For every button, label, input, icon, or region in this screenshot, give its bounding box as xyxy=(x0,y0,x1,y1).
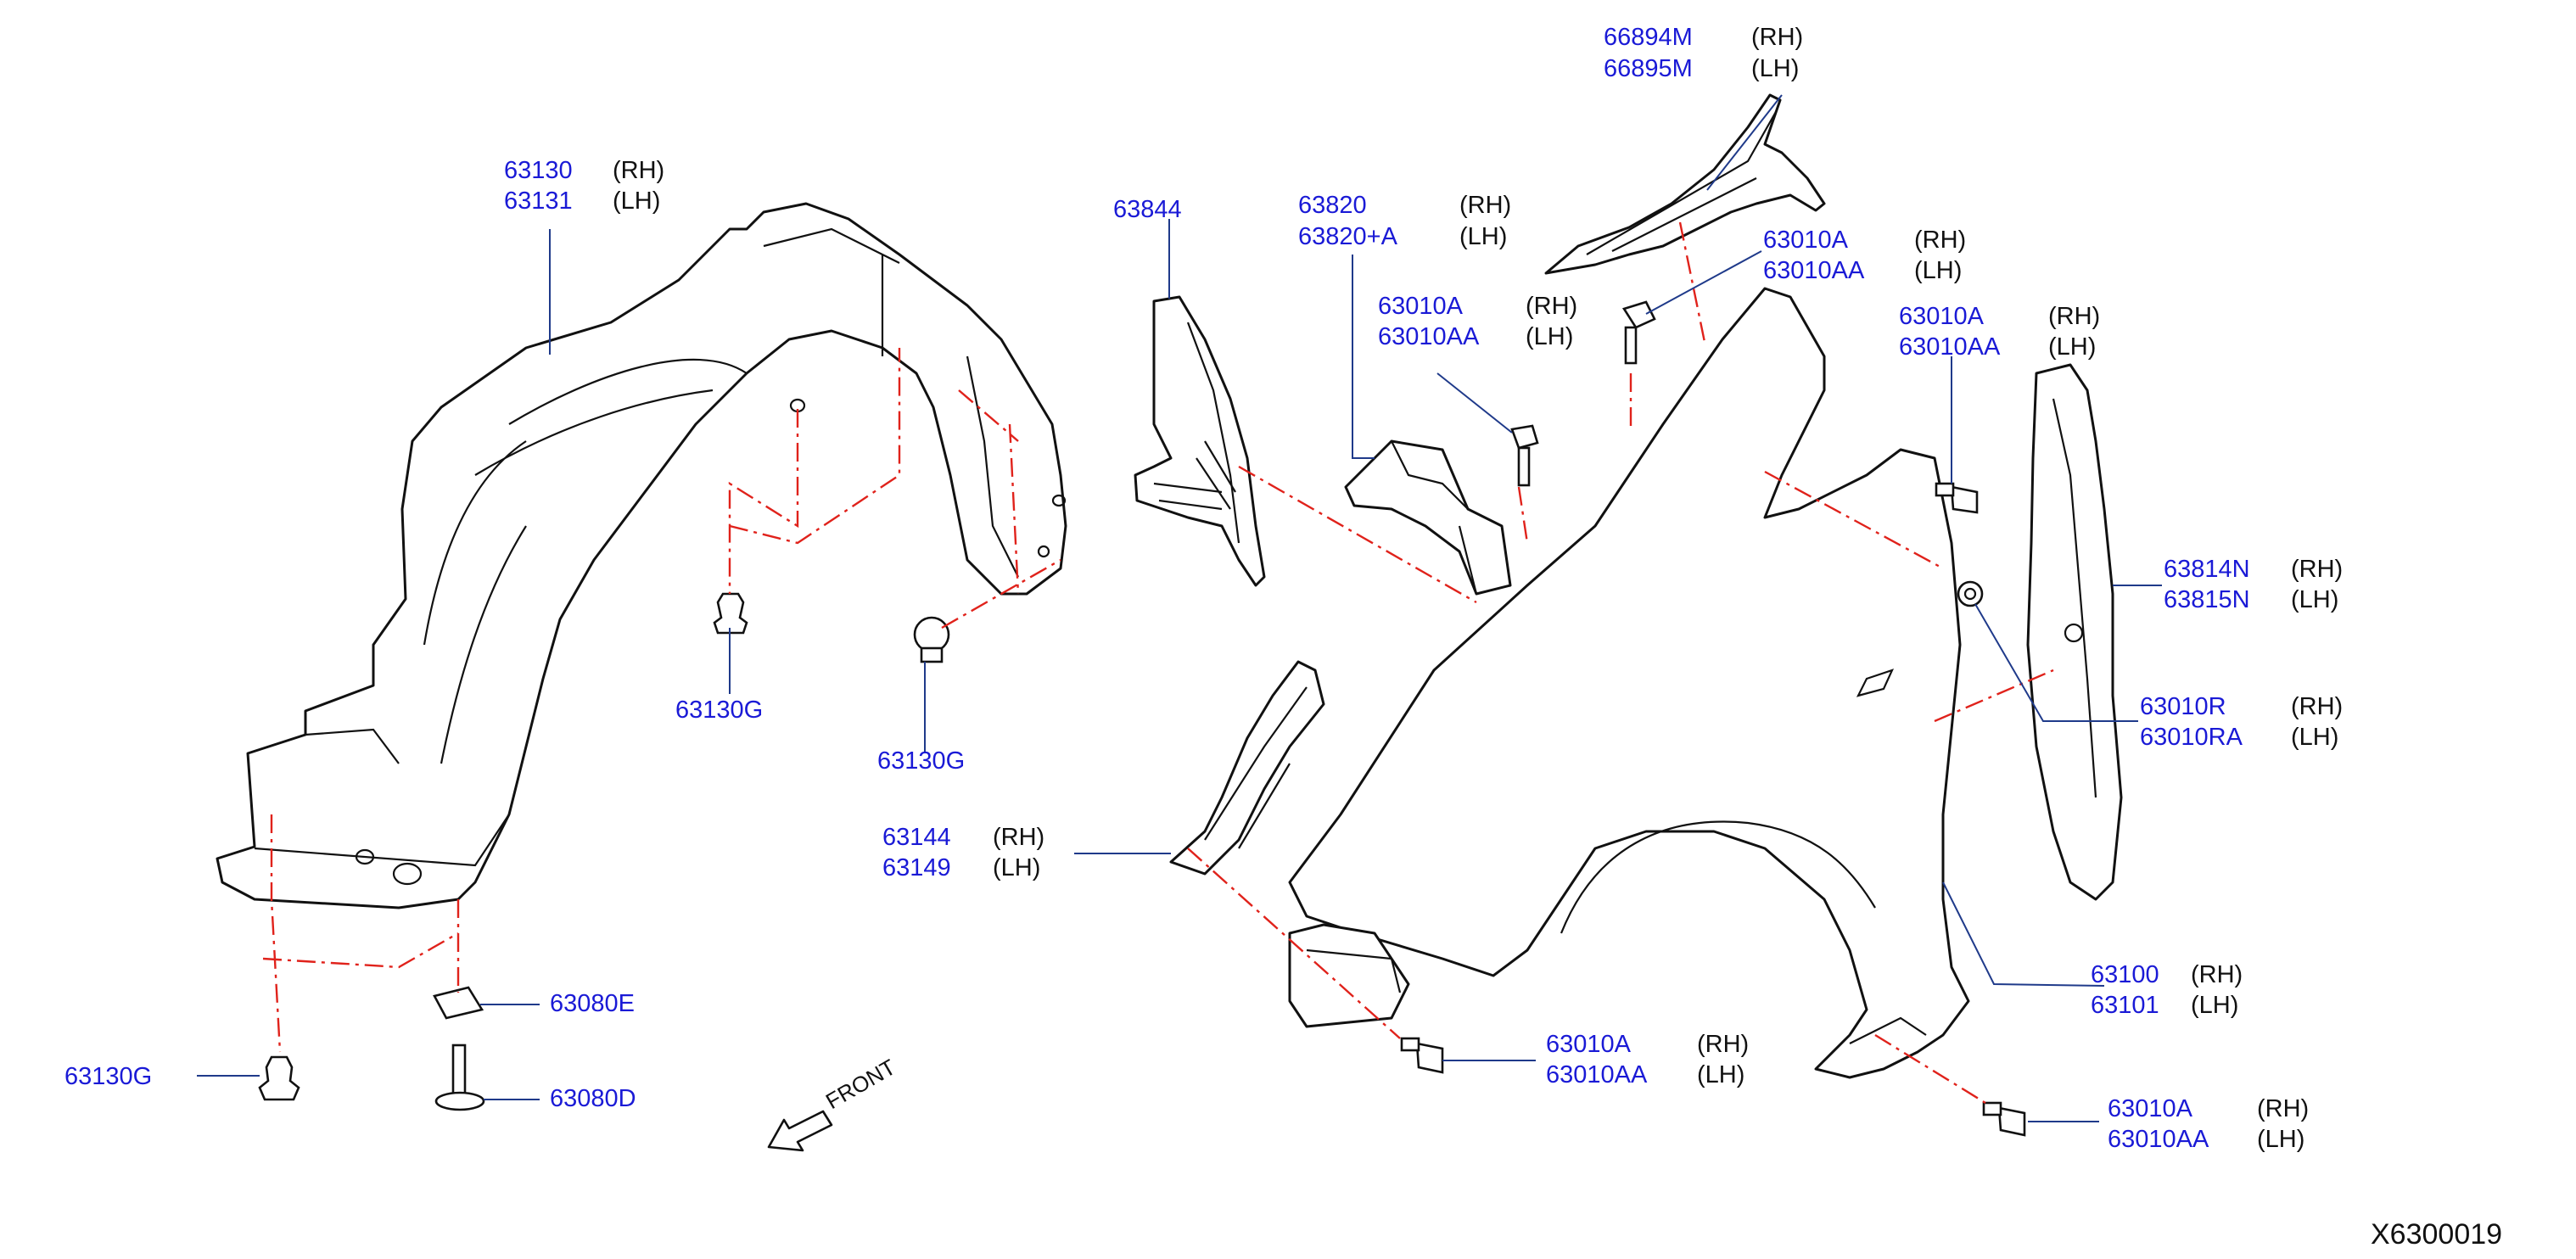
svg-text:63010AA: 63010AA xyxy=(1546,1061,1648,1088)
callout-63820: 63820 63820+A (RH) (LH) xyxy=(1298,192,1511,250)
leader-lines xyxy=(197,94,2162,1122)
svg-text:63010AA: 63010AA xyxy=(1763,257,1865,284)
callout-63010a-right: 63010A 63010AA (RH) (LH) xyxy=(1899,303,2100,361)
bracket-63820-part xyxy=(1344,439,1512,596)
svg-text:63130G: 63130G xyxy=(877,747,965,775)
svg-text:63820+A: 63820+A xyxy=(1298,223,1398,250)
assembly-lines xyxy=(262,221,2054,1105)
svg-text:(LH): (LH) xyxy=(2257,1126,2304,1153)
svg-text:63010AA: 63010AA xyxy=(1378,323,1480,350)
svg-text:63010A: 63010A xyxy=(2108,1095,2193,1122)
svg-text:(LH): (LH) xyxy=(2291,586,2338,613)
callout-63814n: 63814N 63815N (RH) (LH) xyxy=(2164,556,2343,613)
bolt-63010a-top xyxy=(1621,300,1656,365)
svg-text:(RH): (RH) xyxy=(993,824,1044,851)
callout-63010r: 63010R 63010RA (RH) (LH) xyxy=(2140,693,2343,751)
bracket-63144-part xyxy=(1169,660,1325,876)
protector-63814n-part xyxy=(2026,363,2123,901)
svg-text:63144: 63144 xyxy=(882,824,951,851)
svg-text:63130G: 63130G xyxy=(64,1063,152,1090)
svg-text:63010A: 63010A xyxy=(1378,293,1464,320)
svg-text:63010AA: 63010AA xyxy=(2108,1126,2209,1153)
svg-text:63010A: 63010A xyxy=(1546,1031,1632,1058)
svg-text:63010A: 63010A xyxy=(1899,303,1985,330)
clip-63130g-a xyxy=(713,592,748,635)
svg-text:(LH): (LH) xyxy=(1914,257,1962,284)
svg-text:63010RA: 63010RA xyxy=(2140,724,2243,751)
callout-63100: 63100 63101 (RH) (LH) xyxy=(2091,961,2243,1019)
front-arrow: FRONT xyxy=(767,1054,900,1152)
svg-text:63815N: 63815N xyxy=(2164,586,2250,613)
seal-66894m-part xyxy=(1544,93,1826,275)
callout-63130: 63130 63131 (RH) (LH) xyxy=(504,157,664,215)
svg-text:(RH): (RH) xyxy=(2291,693,2343,720)
bolt-63010a-right xyxy=(1935,482,1979,514)
svg-text:(LH): (LH) xyxy=(1526,323,1573,350)
callout-63010a-top: 63010A 63010AA (RH) (LH) xyxy=(1763,227,1966,284)
grommet-63010r xyxy=(1957,580,1984,607)
svg-text:(RH): (RH) xyxy=(613,157,664,184)
diagram-id: X6300019 xyxy=(2371,1218,2502,1251)
svg-text:63130G: 63130G xyxy=(675,697,763,724)
callout-66894m: 66894M 66895M (RH) (LH) xyxy=(1604,24,1803,82)
svg-text:63149: 63149 xyxy=(882,854,951,881)
svg-text:(RH): (RH) xyxy=(2291,556,2343,583)
clip-63130g-c xyxy=(258,1055,300,1101)
svg-text:63820: 63820 xyxy=(1298,192,1367,219)
svg-text:(LH): (LH) xyxy=(613,187,660,215)
svg-text:63010AA: 63010AA xyxy=(1899,333,2001,361)
clip-63130g-b xyxy=(913,616,950,663)
svg-text:63080D: 63080D xyxy=(550,1085,636,1112)
svg-text:(RH): (RH) xyxy=(1697,1031,1749,1058)
lower-bracket-part xyxy=(1288,923,1410,1028)
callout-63130g-c: 63130G xyxy=(64,1063,152,1090)
svg-text:63844: 63844 xyxy=(1113,196,1182,223)
screw-63080d xyxy=(434,1044,485,1111)
callout-63080e: 63080E xyxy=(550,990,635,1017)
svg-text:63010R: 63010R xyxy=(2140,693,2226,720)
svg-text:(LH): (LH) xyxy=(1751,55,1799,82)
callout-63844: 63844 xyxy=(1113,196,1182,223)
svg-text:(RH): (RH) xyxy=(2257,1095,2309,1122)
svg-text:(RH): (RH) xyxy=(2191,961,2243,988)
svg-text:(RH): (RH) xyxy=(1459,192,1511,219)
svg-text:63010A: 63010A xyxy=(1763,227,1849,254)
svg-text:63101: 63101 xyxy=(2091,992,2159,1019)
bolt-63010a-mid xyxy=(1510,424,1539,487)
nut-63080e xyxy=(433,986,484,1020)
svg-text:(RH): (RH) xyxy=(1526,293,1577,320)
svg-text:66895M: 66895M xyxy=(1604,55,1693,82)
svg-text:(LH): (LH) xyxy=(2191,992,2238,1019)
callout-63130g-b: 63130G xyxy=(877,747,965,775)
svg-text:(LH): (LH) xyxy=(993,854,1040,881)
svg-text:63130: 63130 xyxy=(504,157,573,184)
svg-text:(LH): (LH) xyxy=(2291,724,2338,751)
svg-text:63814N: 63814N xyxy=(2164,556,2250,583)
svg-text:(LH): (LH) xyxy=(1459,223,1507,250)
callout-63130g-a: 63130G xyxy=(675,697,763,724)
svg-text:(RH): (RH) xyxy=(2048,303,2100,330)
bolt-63010a-bottom xyxy=(1400,1037,1444,1074)
svg-text:(LH): (LH) xyxy=(1697,1061,1744,1088)
fender-63100-part xyxy=(1288,287,1970,1079)
callout-63144: 63144 63149 (RH) (LH) xyxy=(882,824,1044,881)
front-label: FRONT xyxy=(821,1054,900,1114)
bracket-63844-part xyxy=(1134,295,1266,587)
svg-text:63100: 63100 xyxy=(2091,961,2159,988)
bolt-63010a-bottom-right xyxy=(1982,1101,2026,1137)
svg-text:(RH): (RH) xyxy=(1751,24,1803,51)
fender-liner-part xyxy=(216,202,1067,909)
callout-63010a-bottom: 63010A 63010AA (RH) (LH) xyxy=(1546,1031,1749,1088)
callout-63010a-bottom-right: 63010A 63010AA (RH) (LH) xyxy=(2108,1095,2309,1153)
svg-text:63080E: 63080E xyxy=(550,990,635,1017)
svg-text:(RH): (RH) xyxy=(1914,227,1966,254)
svg-text:(LH): (LH) xyxy=(2048,333,2096,361)
svg-text:63131: 63131 xyxy=(504,187,573,215)
callout-63010a-mid: 63010A 63010AA (RH) (LH) xyxy=(1378,293,1577,350)
callout-63080d: 63080D xyxy=(550,1085,636,1112)
svg-text:66894M: 66894M xyxy=(1604,24,1693,51)
